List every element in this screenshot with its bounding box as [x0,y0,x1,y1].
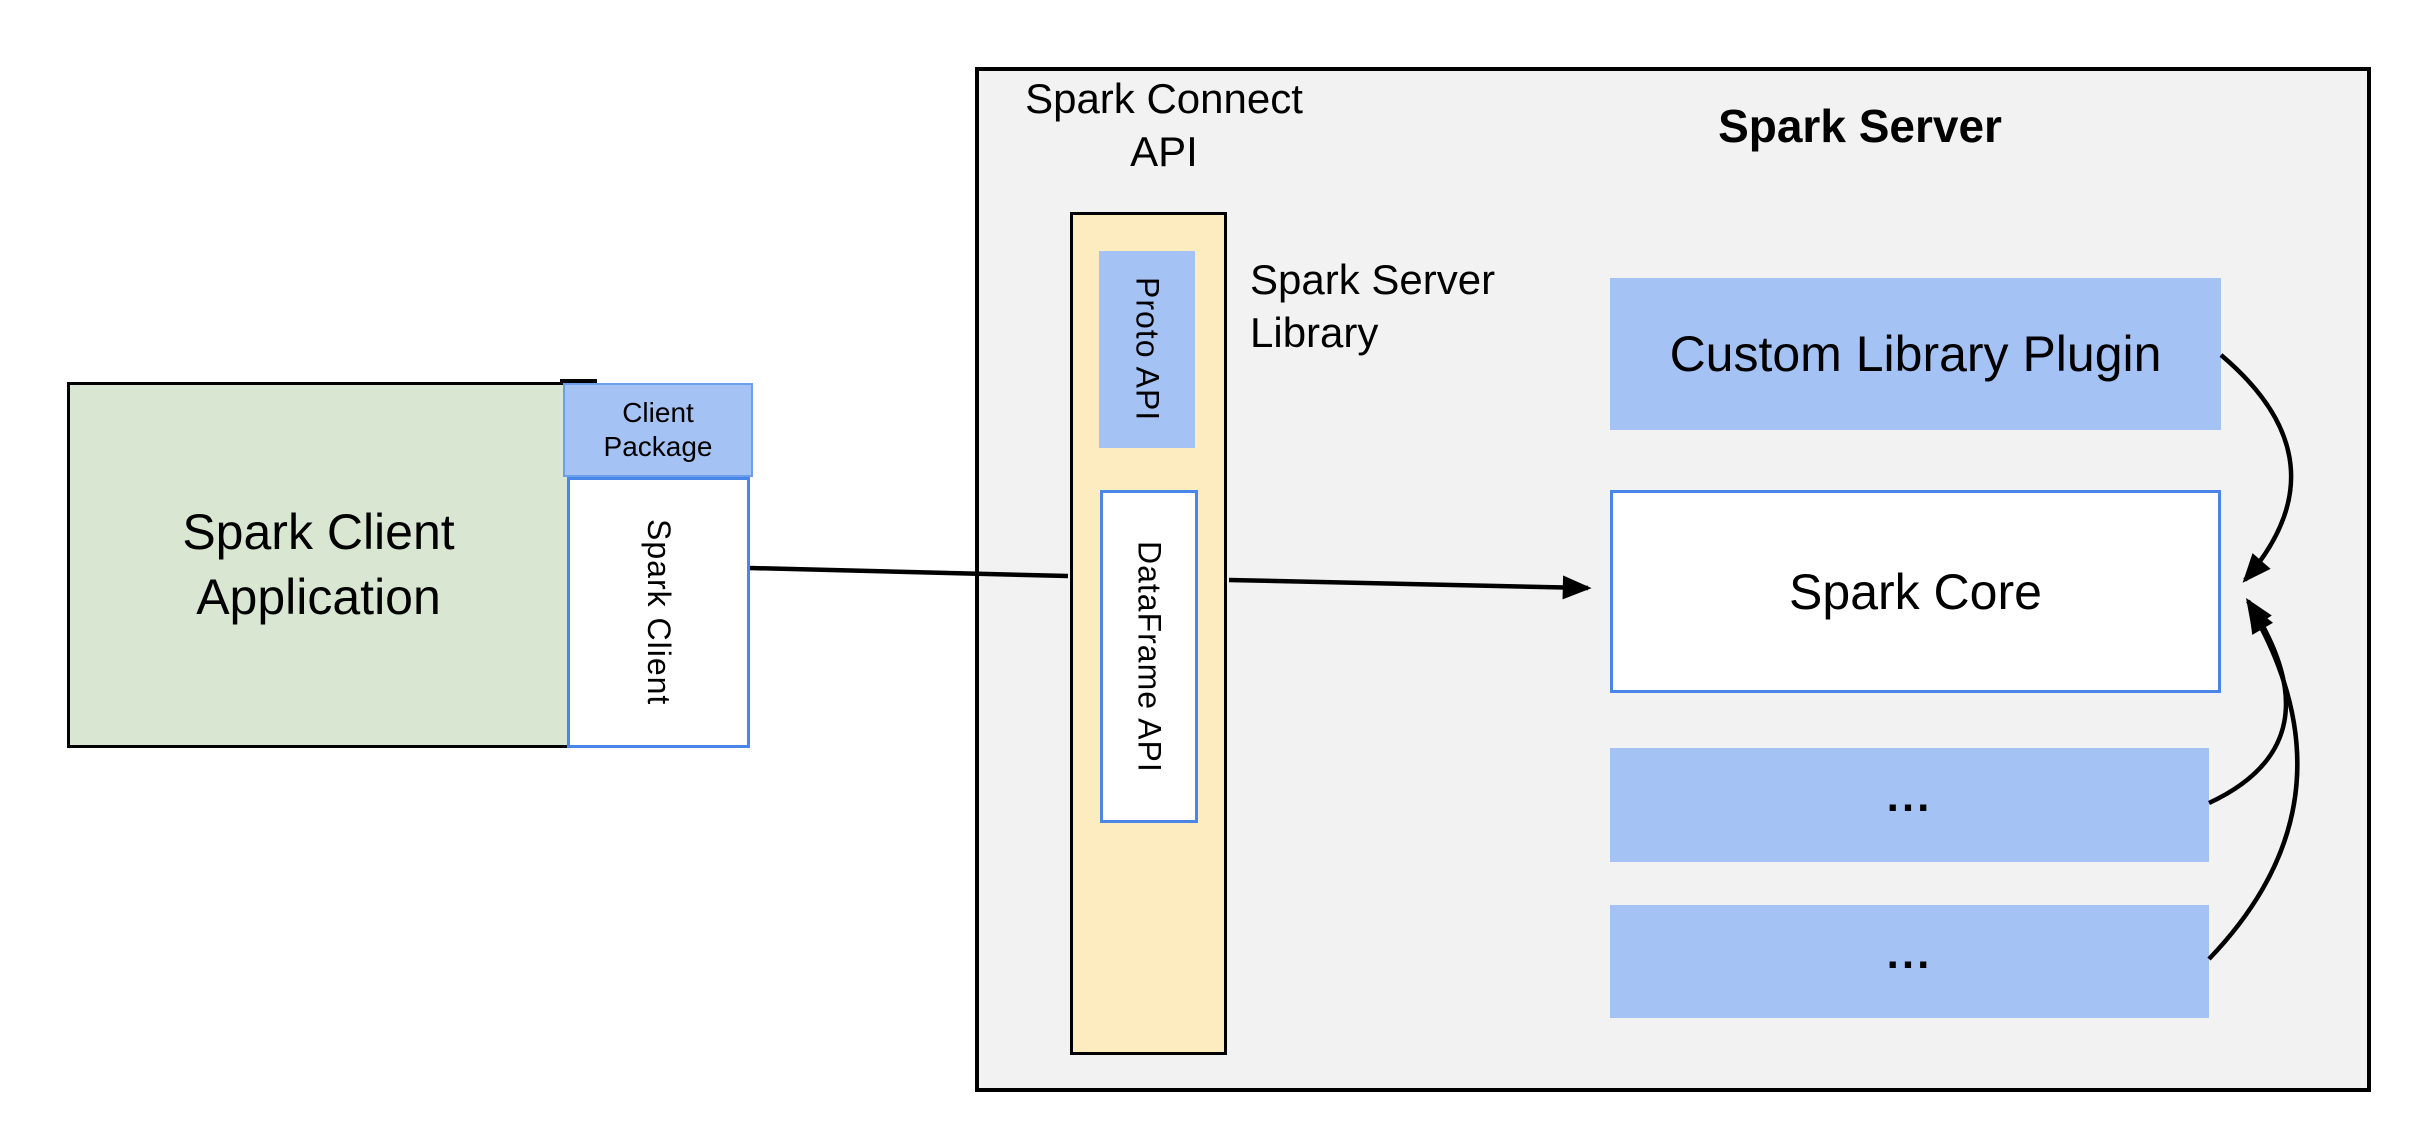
client-package-box: Client Package [563,383,753,477]
other-module-box-1: ... [1610,748,2209,862]
custom-library-plugin-box: Custom Library Plugin [1610,278,2221,430]
client-package-label: Client Package [603,397,713,462]
spark-server-library-label: Spark Server Library [1250,256,1496,356]
other-module-ellipsis-2: ... [1886,928,1933,978]
spark-client-label: Spark Client [641,519,677,706]
proto-api-label: Proto API [1129,277,1166,422]
other-module-ellipsis-1: ... [1886,772,1933,822]
spark-core-box: Spark Core [1610,490,2221,693]
spark-connect-api-title: Spark Connect API [1025,75,1303,175]
proto-api-box: Proto API [1099,251,1195,448]
dataframe-api-box: DataFrame API [1100,490,1198,823]
spark-client-box: Spark Client [567,477,750,748]
spark-core-label: Spark Core [1789,563,2042,620]
dataframe-api-label: DataFrame API [1131,540,1168,773]
spark-client-application-label: Spark Client Application [182,504,455,625]
spark-server-title: Spark Server [1718,100,2002,152]
other-module-box-2: ... [1610,905,2209,1018]
spark-client-application-box: Spark Client Application [67,382,570,748]
custom-library-plugin-label: Custom Library Plugin [1669,326,2162,382]
